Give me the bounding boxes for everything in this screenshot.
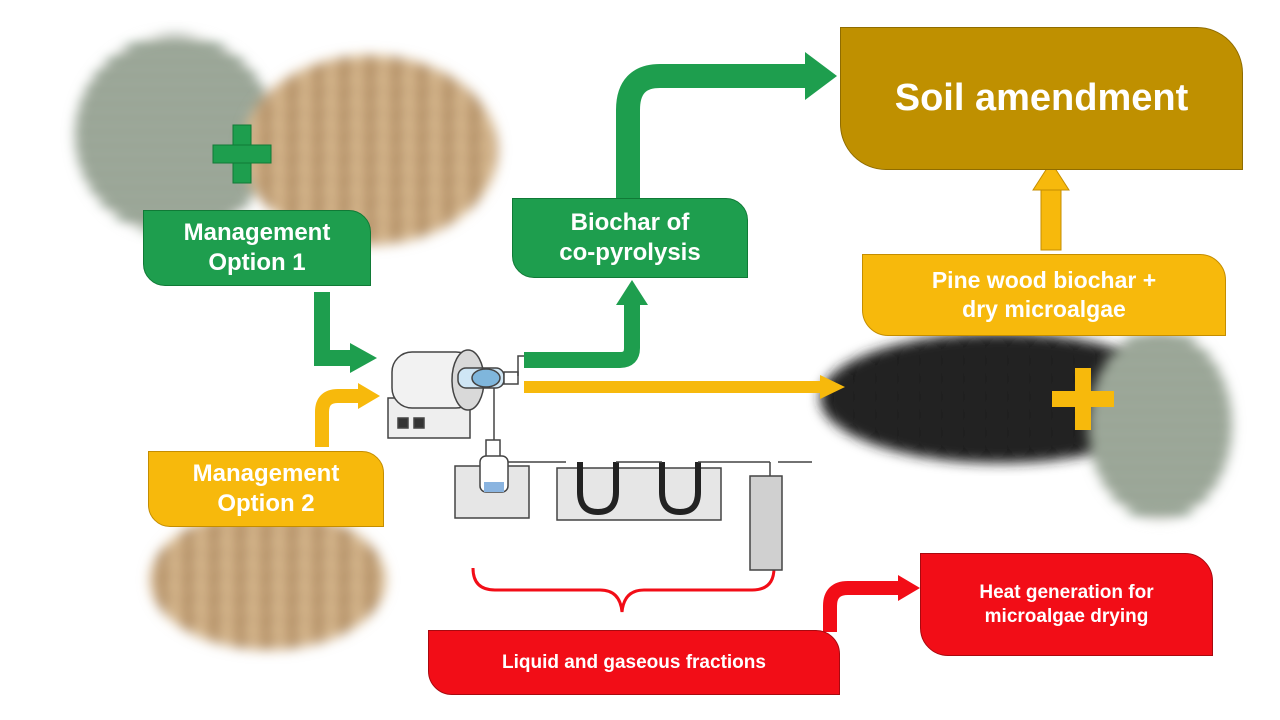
biochar-copyrolysis-box: Biochar of co-pyrolysis bbox=[512, 198, 748, 278]
condenser-flask bbox=[454, 439, 566, 519]
arrow-option2-to-reactor bbox=[315, 389, 358, 447]
soil-amendment-box: Soil amendment bbox=[840, 27, 1243, 170]
management-option-1-box: Management Option 1 bbox=[143, 210, 371, 286]
wood-chips-image-2 bbox=[150, 510, 386, 650]
pyrolysis-furnace bbox=[387, 349, 524, 440]
plus-icon bbox=[212, 124, 272, 184]
u-tube-traps bbox=[556, 461, 770, 521]
photobioreactor-tubes-image-2 bbox=[1088, 330, 1232, 520]
arrow-liquid-to-heat bbox=[823, 581, 898, 632]
arrowhead-option1 bbox=[350, 343, 377, 373]
arrowhead-heat bbox=[898, 575, 920, 601]
arrow-reactor-to-biochar bbox=[524, 305, 640, 368]
arrowhead-pinewood bbox=[820, 375, 845, 399]
pine-wood-biochar-box: Pine wood biochar + dry microalgae bbox=[862, 254, 1226, 336]
gas-collector bbox=[749, 461, 812, 571]
heat-generation-box: Heat generation for microalgae drying bbox=[920, 553, 1213, 656]
pine-wood-biochar-label: Pine wood biochar + dry microalgae bbox=[931, 267, 1157, 322]
heat-generation-label: Heat generation for microalgae drying bbox=[979, 581, 1154, 627]
plus-icon bbox=[1052, 368, 1114, 430]
photobioreactor-tubes-image-1 bbox=[75, 35, 275, 235]
arrowhead-soil bbox=[805, 52, 837, 100]
arrowhead-biochar bbox=[616, 280, 648, 305]
brace bbox=[471, 567, 776, 613]
liquid-gaseous-label: Liquid and gaseous fractions bbox=[502, 651, 766, 673]
management-option-2-label: Management Option 2 bbox=[192, 460, 340, 517]
arrow-pinewood-to-soil bbox=[1032, 161, 1070, 251]
management-option-1-label: Management Option 1 bbox=[183, 219, 331, 276]
biochar-copyrolysis-label: Biochar of co-pyrolysis bbox=[559, 209, 701, 266]
management-option-2-box: Management Option 2 bbox=[148, 451, 384, 527]
arrow-option1-to-reactor bbox=[314, 292, 350, 366]
arrowhead-option2 bbox=[358, 383, 380, 409]
soil-amendment-label: Soil amendment bbox=[894, 76, 1189, 119]
arrow-biochar-to-soil bbox=[616, 64, 805, 198]
liquid-gaseous-box: Liquid and gaseous fractions bbox=[428, 630, 840, 695]
wood-chips-image-1 bbox=[242, 55, 498, 245]
